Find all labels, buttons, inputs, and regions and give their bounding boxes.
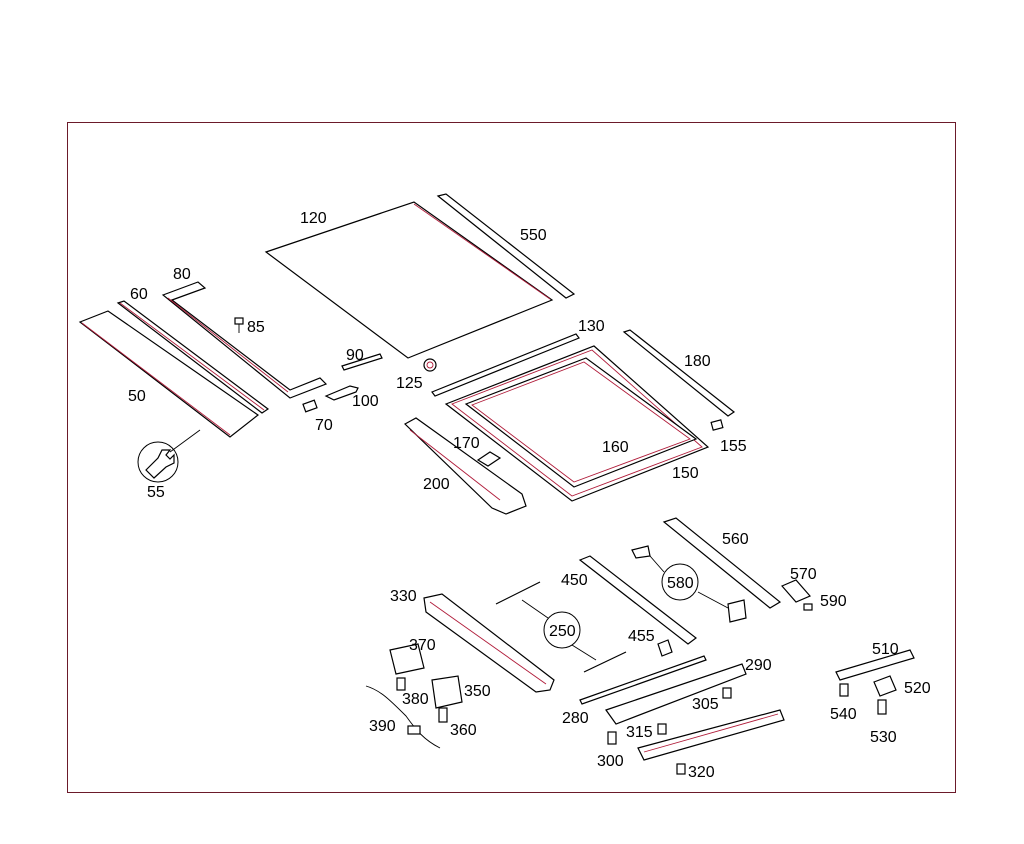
part-160-inner-seal[interactable]: [464, 357, 698, 488]
part-155-stopper[interactable]: [710, 419, 724, 431]
leader-lines: [169, 429, 729, 661]
callout-90: 90: [346, 347, 364, 364]
part-120-roof-panel[interactable]: [264, 201, 554, 359]
part-315-screw[interactable]: [657, 723, 667, 735]
callout-305: 305: [692, 696, 719, 713]
callout-circle-250: [543, 611, 581, 649]
callout-315: 315: [626, 724, 653, 741]
part-330-drive-frame[interactable]: [423, 593, 555, 693]
callout-580: 580: [667, 575, 694, 592]
callout-300: 300: [597, 753, 624, 770]
part-300-screw[interactable]: [607, 731, 617, 745]
callout-350: 350: [464, 683, 491, 700]
part-130-front-seal[interactable]: [431, 333, 580, 397]
callout-circle-580: [661, 563, 699, 601]
part-60-seal-strip[interactable]: [116, 300, 270, 414]
callout-50: 50: [128, 388, 146, 405]
callout-180: 180: [684, 353, 711, 370]
part-570-bracket[interactable]: [781, 579, 811, 603]
callout-455: 455: [628, 628, 655, 645]
callout-570: 570: [790, 566, 817, 583]
callout-590: 590: [820, 593, 847, 610]
callout-280: 280: [562, 710, 589, 727]
callout-550: 550: [520, 227, 547, 244]
part-320-rail[interactable]: [637, 709, 785, 761]
callout-70: 70: [315, 417, 333, 434]
callout-510: 510: [872, 641, 899, 658]
callout-100: 100: [352, 393, 379, 410]
part-590-screw[interactable]: [803, 603, 813, 611]
callout-120: 120: [300, 210, 327, 227]
callout-380: 380: [402, 691, 429, 708]
callout-125: 125: [396, 375, 423, 392]
callout-160: 160: [602, 439, 629, 456]
part-170-pad[interactable]: [476, 451, 502, 467]
callout-390: 390: [369, 718, 396, 735]
part-580-mechanism[interactable]: [631, 545, 747, 623]
part-520-clip[interactable]: [873, 675, 897, 697]
callout-55: 55: [147, 484, 165, 501]
callout-80: 80: [173, 266, 191, 283]
callout-540: 540: [830, 706, 857, 723]
part-550-side-strip[interactable]: [436, 193, 576, 299]
part-180-side-seal[interactable]: [622, 329, 736, 417]
part-280-seal[interactable]: [579, 655, 707, 705]
part-290-guide[interactable]: [605, 663, 747, 725]
callout-370: 370: [409, 637, 436, 654]
part-540-screw[interactable]: [839, 683, 849, 697]
part-560-rail[interactable]: [662, 517, 782, 609]
part-80-frame-bracket[interactable]: [161, 281, 328, 399]
callout-560: 560: [722, 531, 749, 548]
part-50-glass-panel[interactable]: [78, 310, 260, 438]
callout-360: 360: [450, 722, 477, 739]
part-510-strip[interactable]: [835, 649, 915, 681]
part-70-clip[interactable]: [302, 399, 318, 413]
wrench-icon: [137, 441, 179, 483]
part-200-crossmember[interactable]: [403, 417, 527, 515]
callout-130: 130: [578, 318, 605, 335]
part-370-motor[interactable]: [389, 643, 425, 675]
callout-85: 85: [247, 319, 265, 336]
part-450-rail[interactable]: [578, 555, 697, 645]
part-250-cables[interactable]: [495, 581, 627, 673]
part-90-trim-strip[interactable]: [341, 353, 383, 371]
callout-155: 155: [720, 438, 747, 455]
part-360-screw[interactable]: [438, 707, 448, 723]
part-305-screw[interactable]: [722, 687, 732, 699]
part-390-harness[interactable]: [365, 685, 441, 749]
part-100-bracket[interactable]: [324, 385, 359, 401]
part-380-screw[interactable]: [396, 677, 406, 691]
callout-290: 290: [745, 657, 772, 674]
part-530-screw[interactable]: [877, 699, 887, 715]
diagram-frame: [67, 122, 956, 793]
part-85-screw[interactable]: [234, 317, 244, 333]
part-320-screw[interactable]: [676, 763, 686, 775]
callout-330: 330: [390, 588, 417, 605]
callout-520: 520: [904, 680, 931, 697]
part-125-grommet[interactable]: [423, 358, 437, 372]
callout-60: 60: [130, 286, 148, 303]
callout-320: 320: [688, 764, 715, 781]
callout-530: 530: [870, 729, 897, 746]
callout-150: 150: [672, 465, 699, 482]
callout-200: 200: [423, 476, 450, 493]
callout-250: 250: [549, 623, 576, 640]
part-350-module[interactable]: [431, 675, 463, 709]
part-455-bracket[interactable]: [657, 639, 673, 657]
callout-450: 450: [561, 572, 588, 589]
callout-170: 170: [453, 435, 480, 452]
